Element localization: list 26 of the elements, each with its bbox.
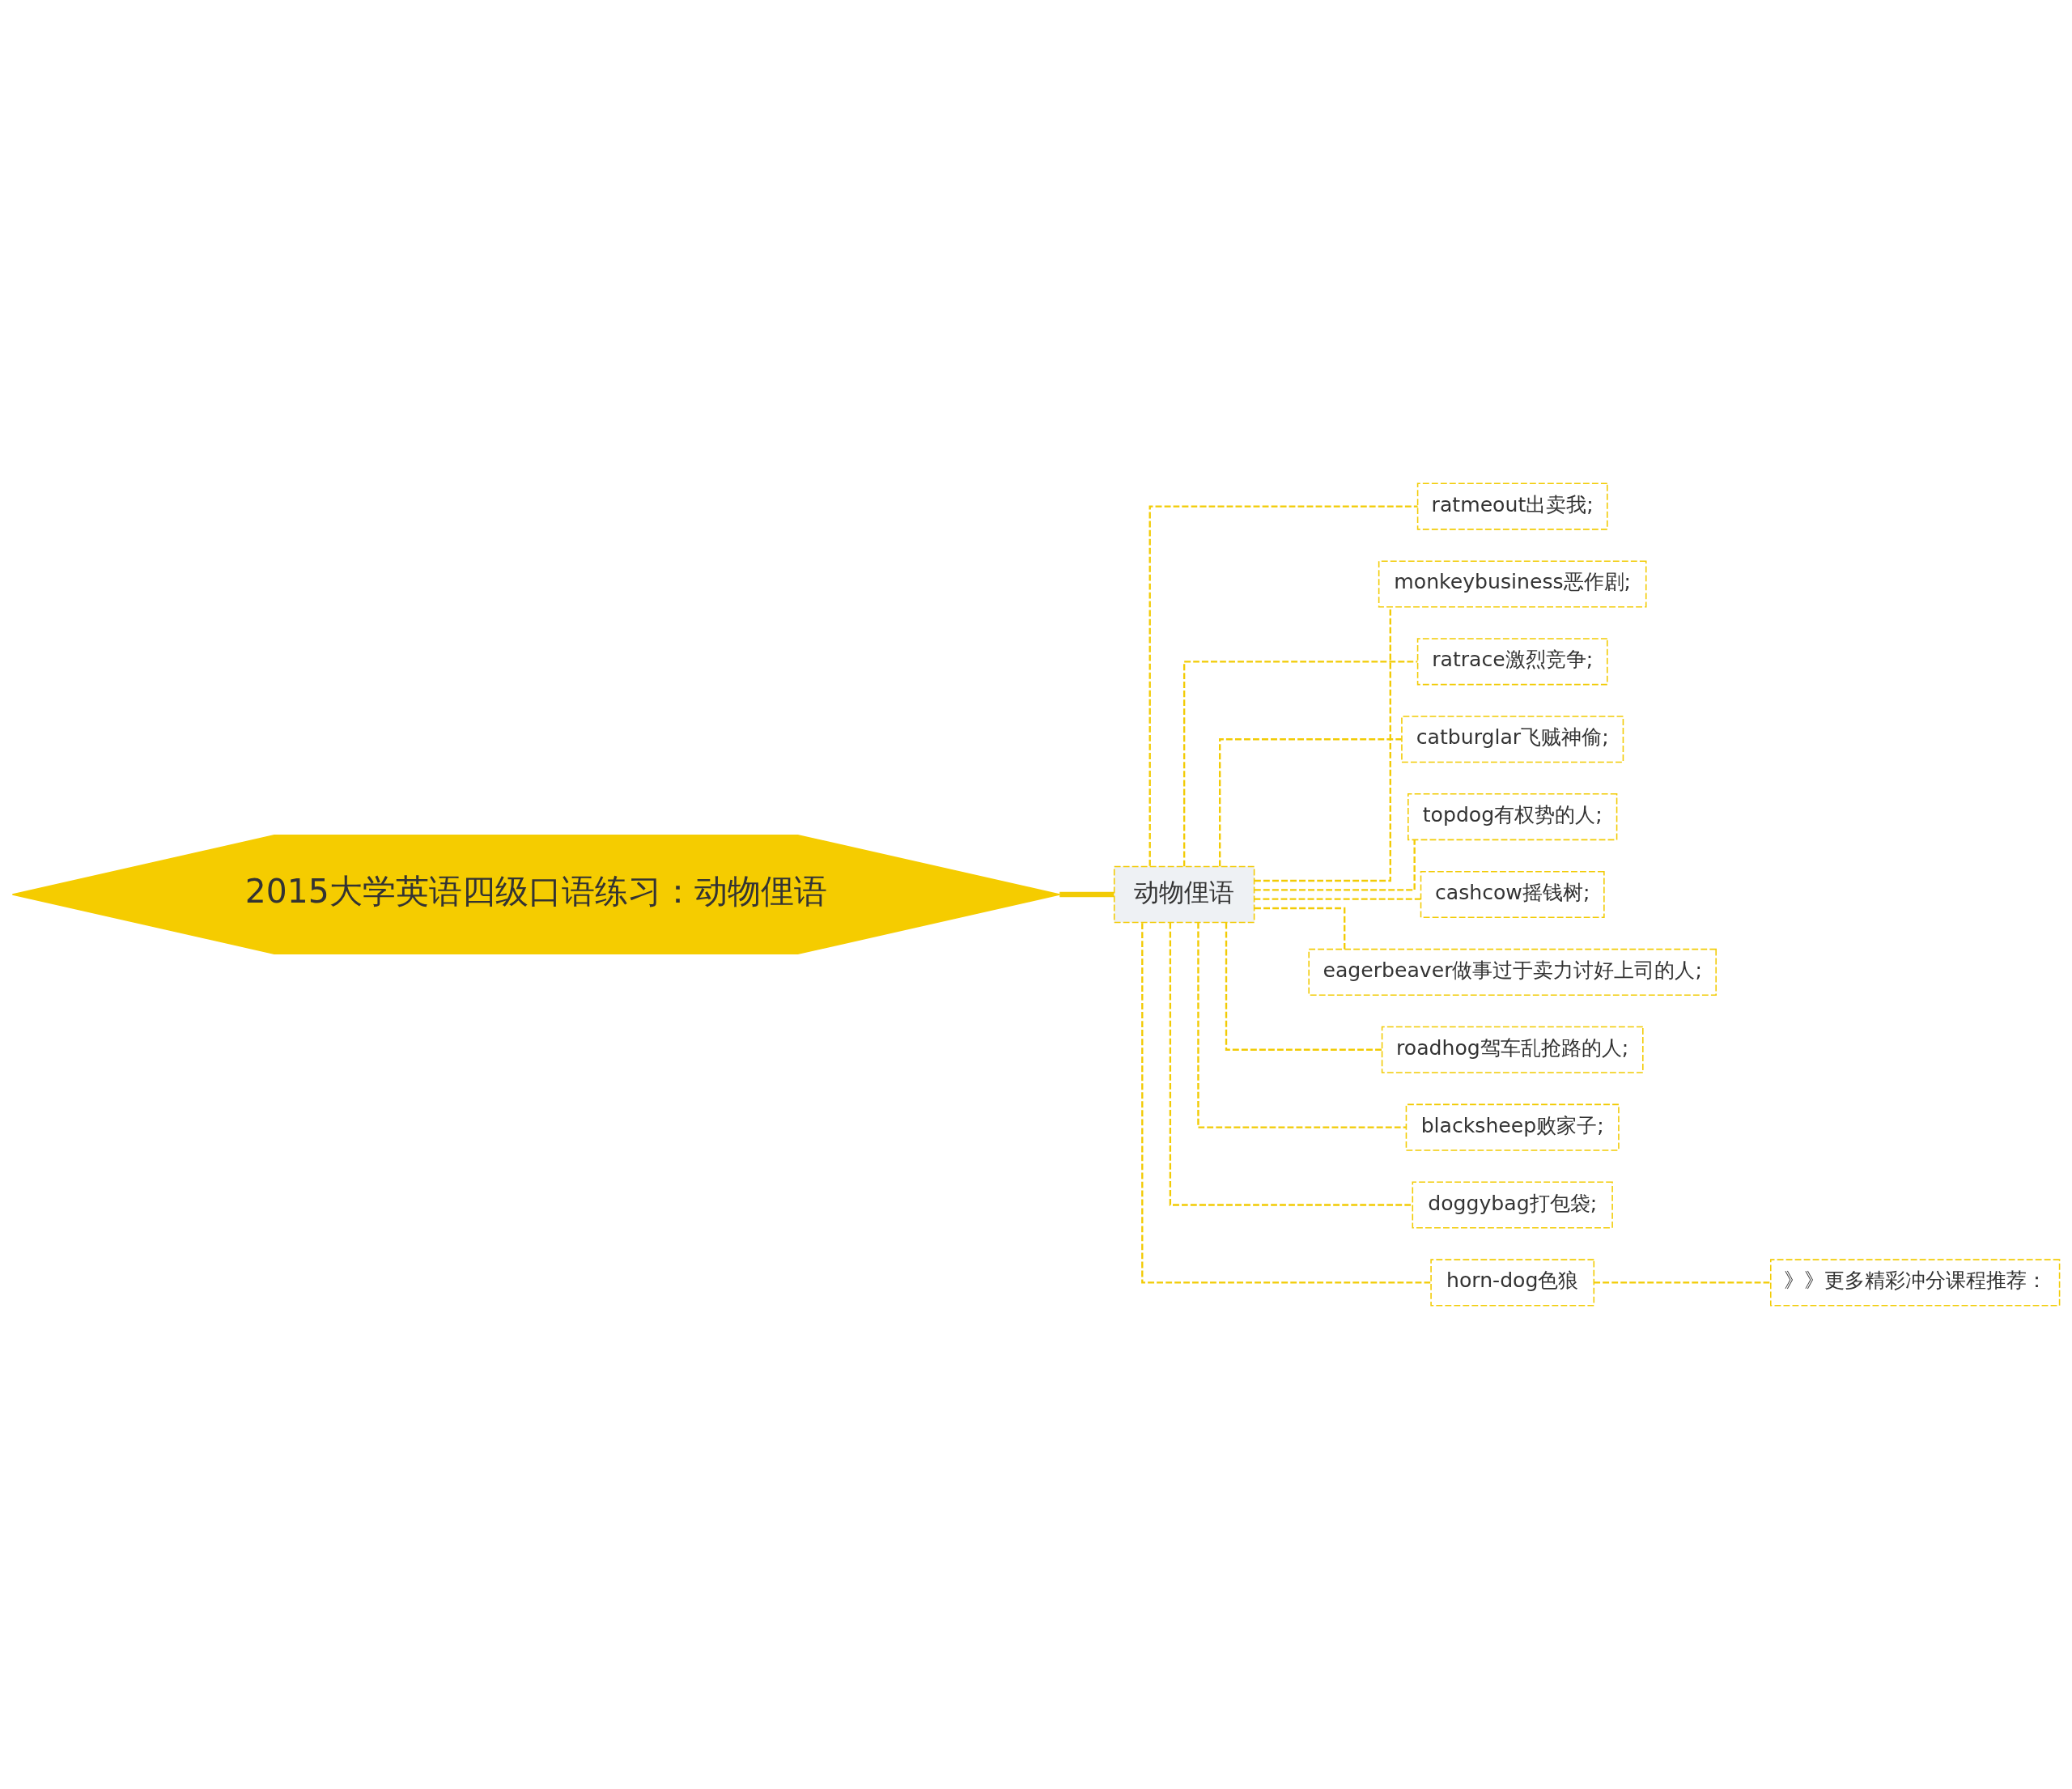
node-box: ratrace激烈竞争; — [1416, 638, 1608, 686]
connector — [1254, 898, 1421, 900]
node-box: 》》更多精彩冲分课程推荐： — [1770, 1259, 2061, 1307]
connector — [1149, 505, 1418, 866]
connector — [1219, 738, 1402, 867]
node-box: topdog有权势的人; — [1408, 793, 1618, 841]
node-box: doggybag打包袋; — [1412, 1181, 1613, 1229]
connector — [1225, 922, 1382, 1051]
node-box: monkeybusiness恶作剧; — [1378, 560, 1647, 608]
node-box: roadhog驾车乱抢路的人; — [1381, 1026, 1644, 1073]
node-box: horn-dog色狼 — [1430, 1259, 1595, 1307]
connector — [1059, 891, 1115, 898]
node-box: eagerbeaver做事过于卖力讨好上司的人; — [1308, 948, 1717, 996]
node-box: cashcow摇钱树; — [1420, 870, 1605, 919]
connector — [1255, 907, 1346, 950]
connector — [1255, 607, 1391, 882]
connector — [1169, 922, 1413, 1206]
connector — [1182, 661, 1418, 867]
node-box: catburglar飞贼神偷; — [1401, 716, 1624, 763]
node-box: ratmeout出卖我; — [1416, 482, 1608, 530]
connector — [1594, 1281, 1771, 1284]
node-box: blacksheep败家子; — [1405, 1103, 1620, 1151]
connector — [1255, 839, 1416, 891]
connector — [1197, 922, 1407, 1128]
node-box: 动物俚语 — [1113, 865, 1255, 924]
connector — [1141, 923, 1431, 1284]
